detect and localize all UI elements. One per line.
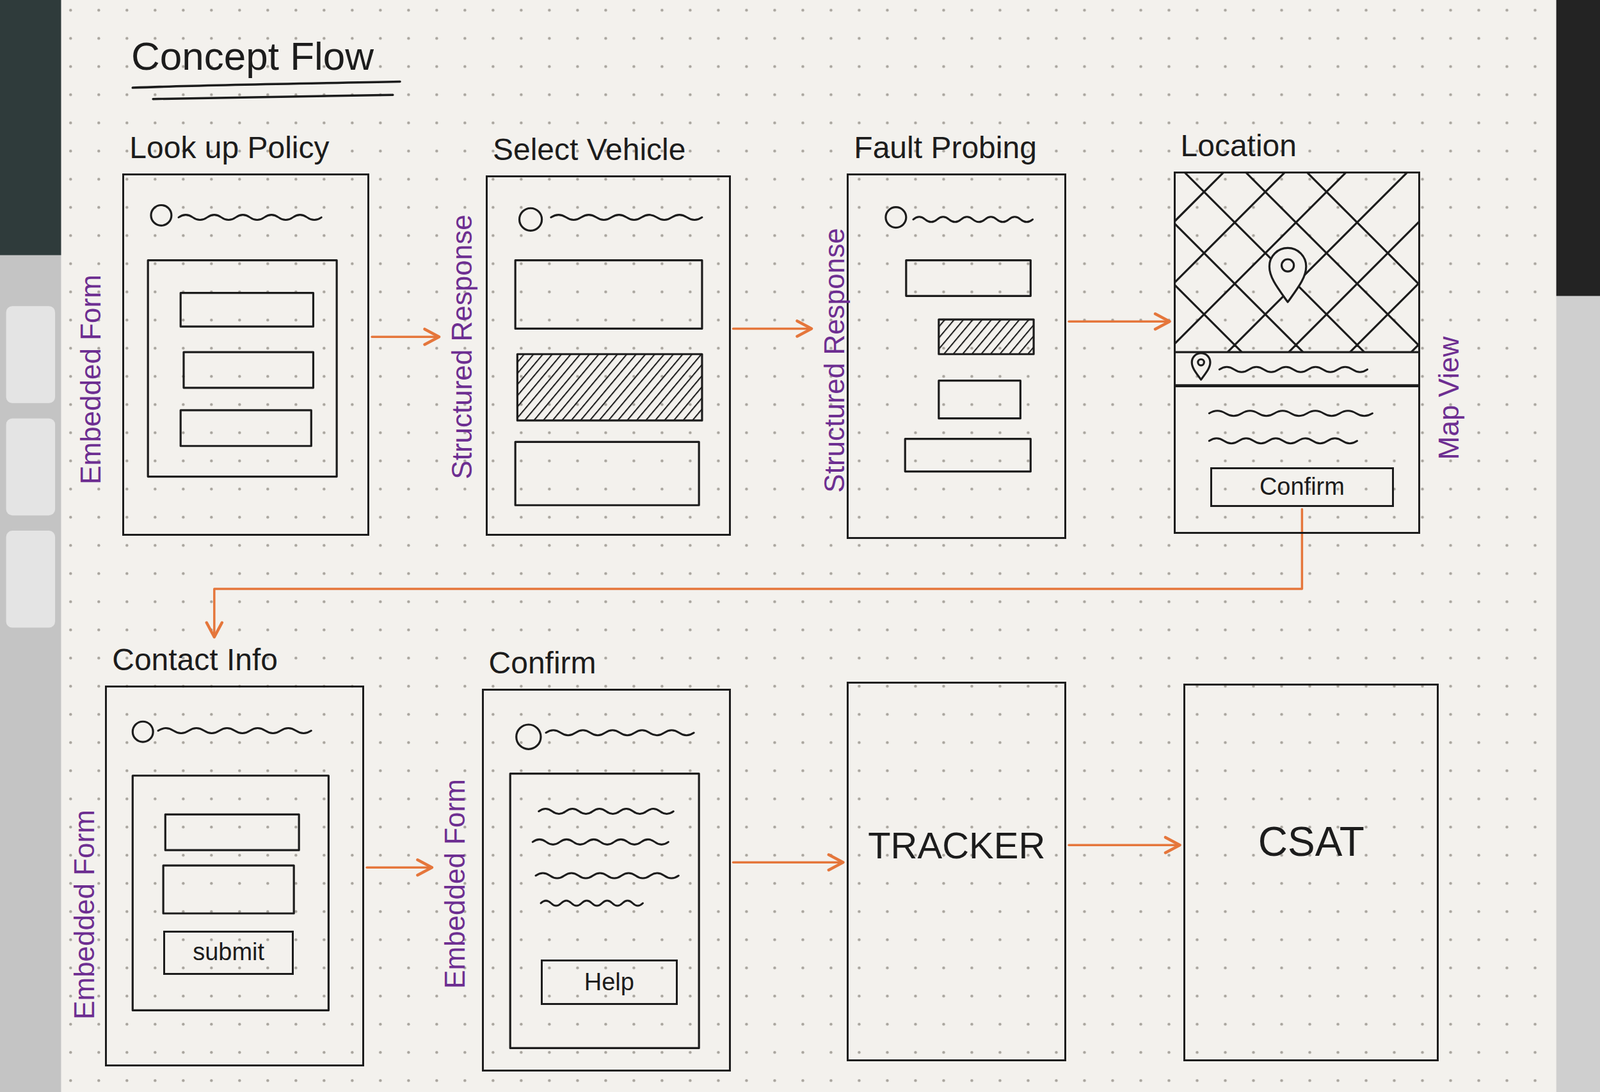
keyboard-key — [6, 305, 56, 403]
map-pin-dot — [1281, 259, 1295, 272]
phone-screen: Select Vehicle — [485, 175, 731, 536]
scribble-line — [1219, 366, 1368, 372]
scribble-line — [178, 215, 322, 221]
title-underline — [132, 81, 400, 100]
flow-arrow — [371, 335, 440, 338]
flow-arrow — [1068, 320, 1170, 323]
avatar-circle — [151, 204, 172, 226]
keyboard-key — [6, 418, 56, 516]
side-annotation: Embedded Form — [439, 778, 471, 989]
side-annotation: Embedded Form — [69, 809, 100, 1020]
scribble-line — [545, 730, 694, 736]
desk-corner — [0, 0, 62, 256]
input-field — [163, 865, 294, 914]
phone-screen: LocationConfirm — [1173, 171, 1421, 534]
scribble-line — [540, 900, 643, 906]
side-annotation: Structured Response — [819, 227, 850, 493]
chat-bubble — [904, 439, 1031, 472]
scribble-line — [551, 215, 703, 221]
map-divider — [1175, 384, 1419, 388]
phone-screen: CSAT — [1183, 683, 1439, 1062]
keyboard-key — [6, 530, 56, 628]
phone-screen: Look up Policy — [122, 173, 370, 536]
side-annotation: Map View — [1433, 336, 1465, 460]
scribble-line — [913, 216, 1033, 223]
button-label: Help — [584, 968, 635, 996]
map-divider — [1175, 350, 1419, 353]
keyboard-edge — [0, 0, 62, 1092]
input-field — [180, 410, 312, 447]
input-field — [165, 814, 299, 850]
page-title: Concept Flow — [131, 33, 374, 79]
screen-button: Help — [540, 959, 678, 1006]
flow-arrow — [733, 327, 812, 331]
screen-heading: Confirm — [488, 645, 597, 681]
paper — [61, 0, 1557, 1092]
flow-arrow — [214, 508, 1303, 637]
flow-arrow — [1068, 843, 1180, 847]
screen-heading: Look up Policy — [129, 129, 329, 166]
response-option — [515, 441, 699, 505]
dot-grid — [61, 0, 1557, 1092]
avatar-circle — [519, 208, 543, 231]
phone-screen: ConfirmHelp — [481, 688, 731, 1072]
flow-arrow — [366, 865, 432, 869]
response-option — [515, 260, 703, 329]
keyboard-edge — [1555, 0, 1600, 1092]
screen-heading: Fault Probing — [853, 129, 1037, 166]
selected-reply — [938, 319, 1034, 354]
flow-arrow — [733, 861, 844, 864]
map-pin — [1269, 247, 1306, 303]
address-pin — [1191, 353, 1211, 380]
phone-screen: Fault Probing — [846, 173, 1067, 539]
phone-screen: Contact Infosubmit — [104, 685, 365, 1067]
input-field — [183, 352, 313, 388]
screen-button: Confirm — [1210, 467, 1394, 507]
screen-label: CSAT — [1185, 819, 1437, 867]
embedded-form — [147, 260, 337, 477]
chat-bubble — [938, 380, 1021, 419]
side-annotation: Structured Response — [446, 214, 478, 479]
desk-corner — [1555, 0, 1600, 296]
avatar-circle — [132, 721, 153, 742]
screen-heading: Select Vehicle — [492, 131, 687, 168]
embedded-form — [132, 775, 329, 1011]
scribble-line — [1208, 438, 1357, 444]
scribble-line — [158, 728, 312, 734]
selected-option — [517, 353, 703, 421]
avatar-circle — [516, 724, 541, 749]
screen-button: submit — [163, 930, 294, 975]
scribble-line — [538, 808, 674, 815]
button-label: Confirm — [1259, 473, 1345, 501]
button-label: submit — [192, 938, 265, 966]
screen-heading: Location — [1180, 128, 1297, 164]
phone-screen: TRACKER — [846, 681, 1067, 1062]
chat-bubble — [906, 260, 1032, 297]
screen-heading: Contact Info — [112, 641, 278, 678]
scribble-line — [535, 872, 679, 879]
map-hatching — [1175, 173, 1419, 352]
side-annotation: Embedded Form — [75, 274, 107, 485]
address-pin-dot — [1198, 359, 1205, 366]
scribble-line — [1208, 410, 1373, 416]
scribble-line — [532, 839, 669, 845]
input-field — [180, 293, 313, 328]
screen-label: TRACKER — [848, 823, 1065, 867]
avatar-circle — [885, 207, 907, 228]
embedded-form — [510, 773, 699, 1049]
